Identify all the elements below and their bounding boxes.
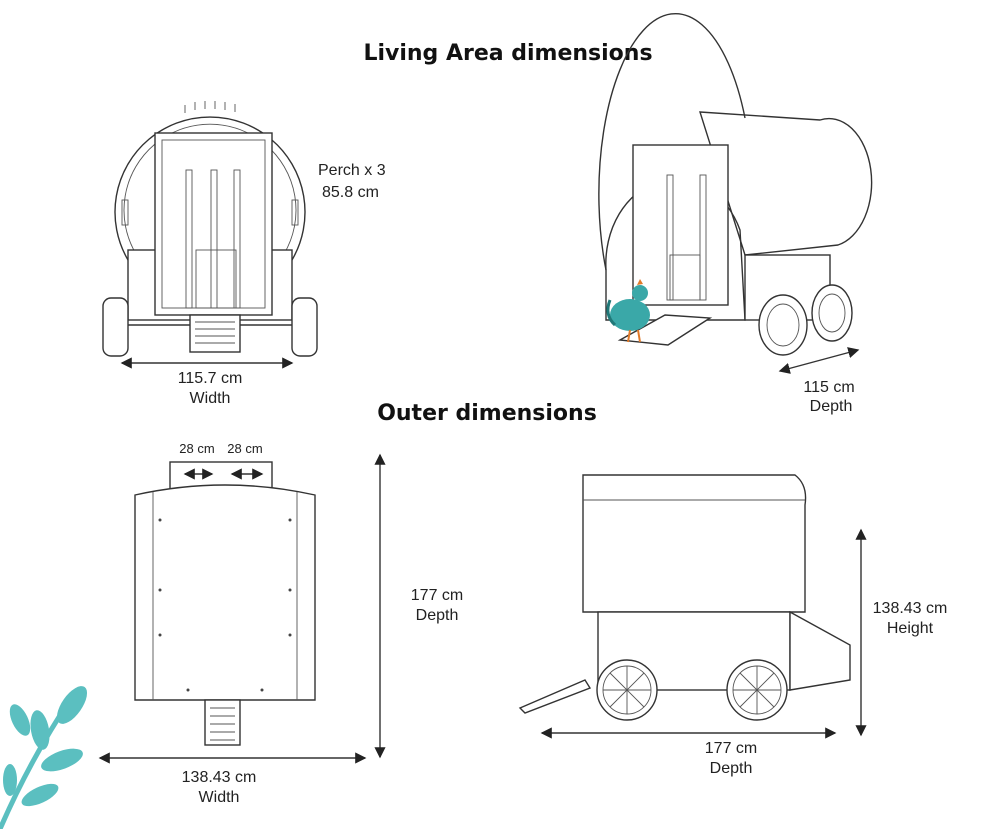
perch-length: 85.8 cm [322,184,379,201]
handle-right-value: 28 cm [227,441,262,456]
coop-top-view [134,461,316,746]
height-label: Height [887,620,934,637]
handle-left-value: 28 cm [179,441,214,456]
living-area-title: Living Area dimensions [363,41,652,66]
perch-label: Perch x 3 [318,162,386,179]
living-depth-label: Depth [810,398,853,415]
outer-dimensions-title: Outer dimensions [377,401,597,426]
leaf-decoration-icon [0,686,88,829]
living-depth-value: 115 cm [803,379,854,396]
coop-front-view [102,101,318,357]
top-depth-label: Depth [416,607,459,624]
coop-side-view [518,474,851,721]
top-depth-value: 177 cm [411,587,463,604]
side-depth-value: 177 cm [705,740,757,757]
side-depth-label: Depth [710,760,753,777]
top-width-value: 138.43 cm [182,769,257,786]
top-width-label: Width [199,789,240,806]
living-width-label: Width [190,390,231,407]
coop-perspective-view [598,13,873,356]
living-width-value: 115.7 cm [178,370,243,387]
chicken-icon [606,279,650,343]
living-depth-arrow [778,347,860,374]
height-value: 138.43 cm [873,600,948,617]
